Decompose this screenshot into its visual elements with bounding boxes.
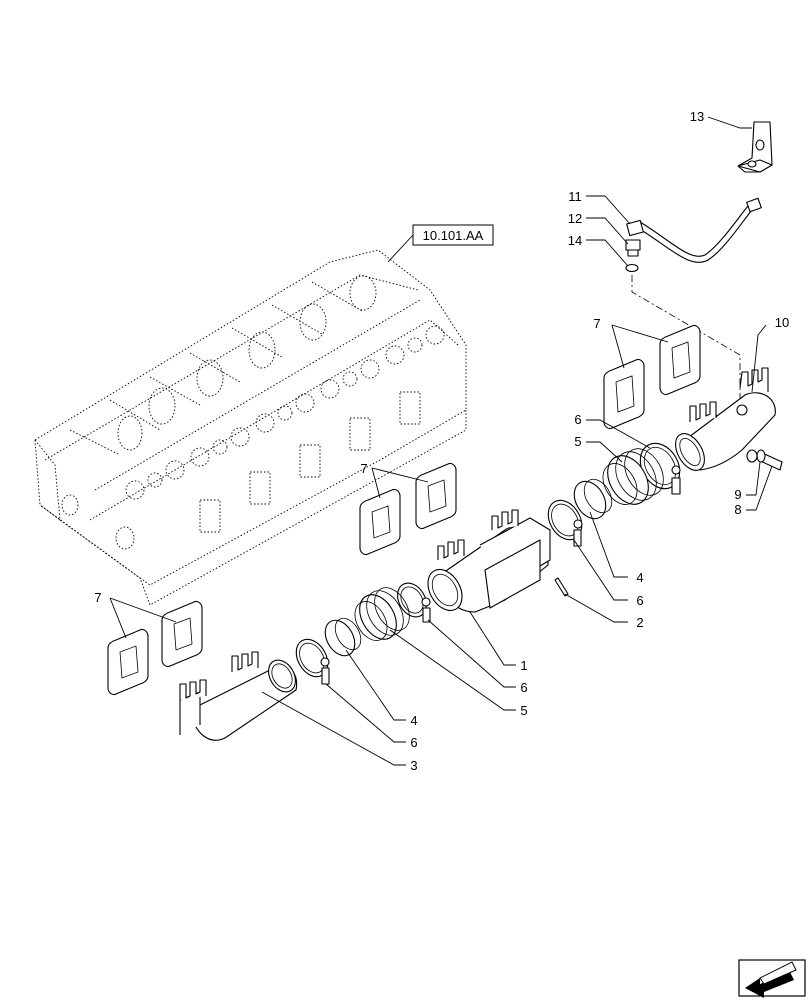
- cylinder-head-illustration: [34, 249, 467, 606]
- callout-7-low[interactable]: 7: [94, 590, 101, 605]
- callout-10[interactable]: 10: [775, 315, 789, 330]
- gasket-mid-right: [415, 462, 457, 530]
- sleeve-lower: [324, 617, 362, 657]
- callout-4-upper[interactable]: 4: [636, 570, 643, 585]
- gasket-mid-left: [359, 488, 401, 556]
- callout-4-low[interactable]: 4: [410, 713, 417, 728]
- clamp-lower-right: [397, 582, 431, 623]
- callout-1[interactable]: 1: [520, 658, 527, 673]
- manifold-section-rear: [675, 367, 783, 471]
- pipe-assembly: [625, 121, 773, 412]
- gasket-top-right: [659, 324, 701, 396]
- callout-6-upper-left[interactable]: 6: [636, 593, 643, 608]
- gasket-low-right: [161, 600, 203, 668]
- manifold-section-front: [179, 651, 298, 741]
- callout-12[interactable]: 12: [568, 211, 582, 226]
- callout-3[interactable]: 3: [410, 758, 417, 773]
- leader-lines: [109, 116, 773, 766]
- gasket-low-left: [107, 628, 149, 696]
- callout-6-upper-right[interactable]: 6: [574, 412, 581, 427]
- reference-label-box[interactable]: 10.101.AA: [387, 224, 494, 263]
- bellows-lower: [354, 587, 410, 641]
- callout-6-mid[interactable]: 6: [520, 680, 527, 695]
- callout-13[interactable]: 13: [690, 109, 704, 124]
- callout-14[interactable]: 14: [568, 233, 582, 248]
- reference-label-text: 10.101.AA: [423, 228, 484, 243]
- callout-numbers: 13 11 12 14 7 10 6 5 7 9 8 4 6 2 7 1 6 5…: [94, 109, 789, 773]
- callout-6-low[interactable]: 6: [410, 735, 417, 750]
- callout-11[interactable]: 11: [568, 189, 582, 204]
- callout-2[interactable]: 2: [636, 615, 643, 630]
- next-page-arrow-icon[interactable]: [738, 959, 806, 998]
- clamp-lower-left: [295, 638, 330, 685]
- callout-7-mid[interactable]: 7: [360, 461, 367, 476]
- callout-9[interactable]: 9: [734, 487, 741, 502]
- manifold-section-center: [427, 509, 569, 613]
- callout-7-top[interactable]: 7: [593, 316, 600, 331]
- bellows-upper: [602, 448, 664, 505]
- gasket-top-left: [603, 358, 645, 430]
- sleeve-upper: [573, 478, 613, 520]
- callout-5-mid[interactable]: 5: [520, 703, 527, 718]
- callout-5-upper[interactable]: 5: [574, 434, 581, 449]
- callout-8[interactable]: 8: [734, 502, 741, 517]
